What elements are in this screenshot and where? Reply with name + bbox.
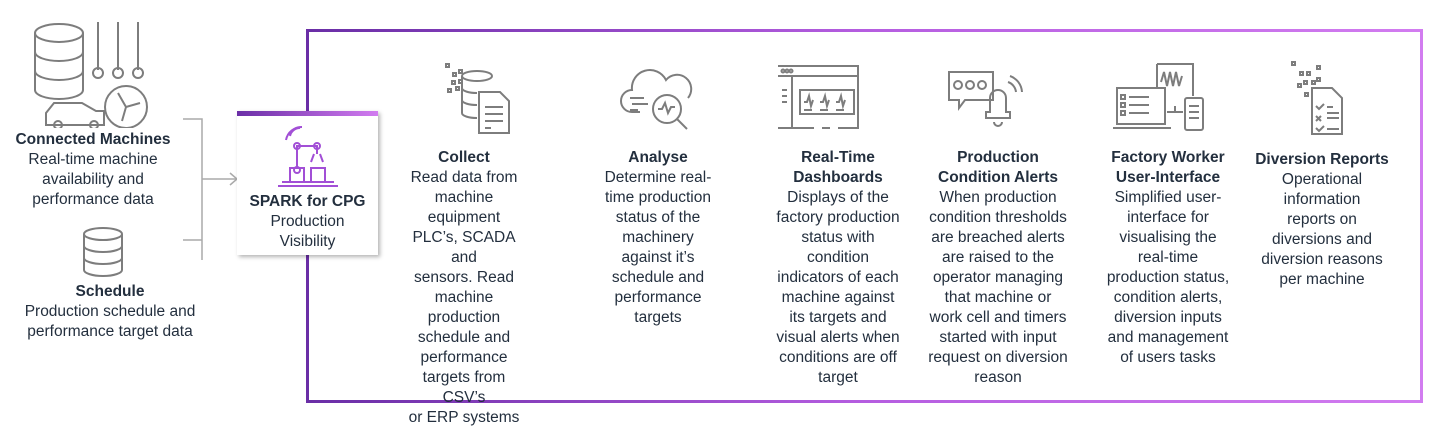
step-line: When production <box>939 189 1057 206</box>
step-title: Real-Time <box>801 149 875 166</box>
step-line: interface for <box>1127 209 1209 226</box>
step-line: Operational <box>1281 171 1363 188</box>
step-line: and management <box>1107 329 1229 346</box>
step-analyse: Analyse Determine real- time production … <box>588 148 728 328</box>
step-line: target <box>818 369 858 386</box>
step-diversion-reports: Diversion Reports Operational informatio… <box>1242 150 1402 290</box>
chat-bell-alert-icon <box>948 71 1023 127</box>
step-line: condition alerts, <box>1113 289 1223 306</box>
step-title: Collect <box>438 149 490 166</box>
step-line: PLC’s, SCADA and <box>412 229 516 266</box>
source-line: performance target data <box>27 323 193 340</box>
step-line: production status, <box>1106 269 1230 286</box>
step-line: factory production <box>776 209 900 226</box>
step-line: machine production <box>427 289 501 326</box>
step-line: condition <box>806 249 870 266</box>
source-title: Schedule <box>75 283 145 300</box>
step-title: Production <box>957 149 1039 166</box>
step-line: real-time <box>1137 249 1199 266</box>
step-factory-worker-ui: Factory Worker User-Interface Simplified… <box>1088 148 1248 368</box>
step-production-condition-alerts: Production Condition Alerts When product… <box>908 148 1088 388</box>
step-line: Displays of the <box>787 189 889 206</box>
step-line: targets from CSV’s <box>422 369 506 406</box>
cloud-analytics-icon <box>620 69 693 130</box>
source-line: performance data <box>32 191 154 208</box>
step-line: Simplified user- <box>1114 189 1222 206</box>
step-collect: Collect Read data from machine equipment… <box>400 148 528 428</box>
step-line: diversion reasons <box>1261 251 1383 268</box>
step-line: indicators of each <box>777 269 899 286</box>
product-text: SPARK for CPG Production Visibility <box>237 192 378 252</box>
checklist-report-icon <box>1291 61 1343 135</box>
step-line: performance <box>420 349 508 366</box>
dashboard-window-icon <box>778 65 859 129</box>
step-line: schedule and <box>611 269 705 286</box>
step-title: Analyse <box>628 149 688 166</box>
source-schedule: Schedule Production schedule and perform… <box>0 282 220 342</box>
step-title: User-Interface <box>1115 169 1221 186</box>
step-line: machine equipment <box>427 189 501 226</box>
devices-icon <box>1113 63 1204 131</box>
step-title: Dashboards <box>793 169 883 186</box>
step-line: diversions and <box>1272 231 1372 248</box>
step-line: or ERP systems <box>408 409 520 426</box>
step-line: Determine real- <box>604 169 712 186</box>
step-line: visualising the <box>1119 229 1217 246</box>
spark-product-card: SPARK for CPG Production Visibility <box>237 111 378 255</box>
step-line: status of the <box>615 209 701 226</box>
step-line: status with <box>801 229 875 246</box>
step-line: that machine or <box>944 289 1052 306</box>
robot-arm-icon <box>277 126 338 187</box>
step-line: machinery <box>622 229 694 246</box>
database-icon <box>83 227 123 278</box>
step-line: reason <box>974 369 1022 386</box>
step-title: Factory Worker <box>1111 149 1225 166</box>
product-line: Visibility <box>279 233 336 250</box>
source-line: Production schedule and <box>24 303 196 320</box>
source-title: Connected Machines <box>15 131 171 148</box>
step-line: sensors. Read <box>414 269 514 286</box>
source-line: Real-time machine <box>28 151 158 168</box>
input-connector-arrow <box>183 118 239 260</box>
step-line: machine against <box>781 289 895 306</box>
step-line: work cell and timers <box>929 309 1067 326</box>
step-line: are breached alerts <box>931 229 1065 246</box>
step-line: started with input <box>939 329 1057 346</box>
step-line: visual alerts when <box>776 329 900 346</box>
source-line: availability and <box>42 171 144 188</box>
product-line: Production <box>270 213 345 230</box>
step-line: of users tasks <box>1120 349 1216 366</box>
source-connected-machines: Connected Machines Real-time machine ava… <box>0 130 186 210</box>
step-line: targets <box>634 309 682 326</box>
step-line: against it’s <box>621 249 695 266</box>
step-real-time-dashboards: Real-Time Dashboards Displays of the fac… <box>753 148 923 388</box>
step-line: its targets and <box>789 309 887 326</box>
step-line: schedule and <box>417 329 511 346</box>
step-line: condition thresholds <box>929 209 1067 226</box>
step-line: operator managing <box>932 269 1064 286</box>
step-line: reports on <box>1287 211 1357 228</box>
step-line: diversion inputs <box>1114 309 1222 326</box>
step-title: Diversion Reports <box>1255 151 1389 168</box>
step-line: request on diversion <box>928 349 1068 366</box>
machines-sensors-icon <box>34 22 148 128</box>
step-line: per machine <box>1279 271 1365 288</box>
step-line: are raised to the <box>941 249 1054 266</box>
step-title: Condition Alerts <box>938 169 1058 186</box>
step-line: information <box>1283 191 1361 208</box>
step-line: time production <box>605 189 711 206</box>
step-line: conditions are off <box>779 349 897 366</box>
database-document-icon <box>445 63 510 134</box>
step-line: performance <box>614 289 702 306</box>
product-title: SPARK for CPG <box>249 193 366 210</box>
step-line: Read data from <box>410 169 518 186</box>
